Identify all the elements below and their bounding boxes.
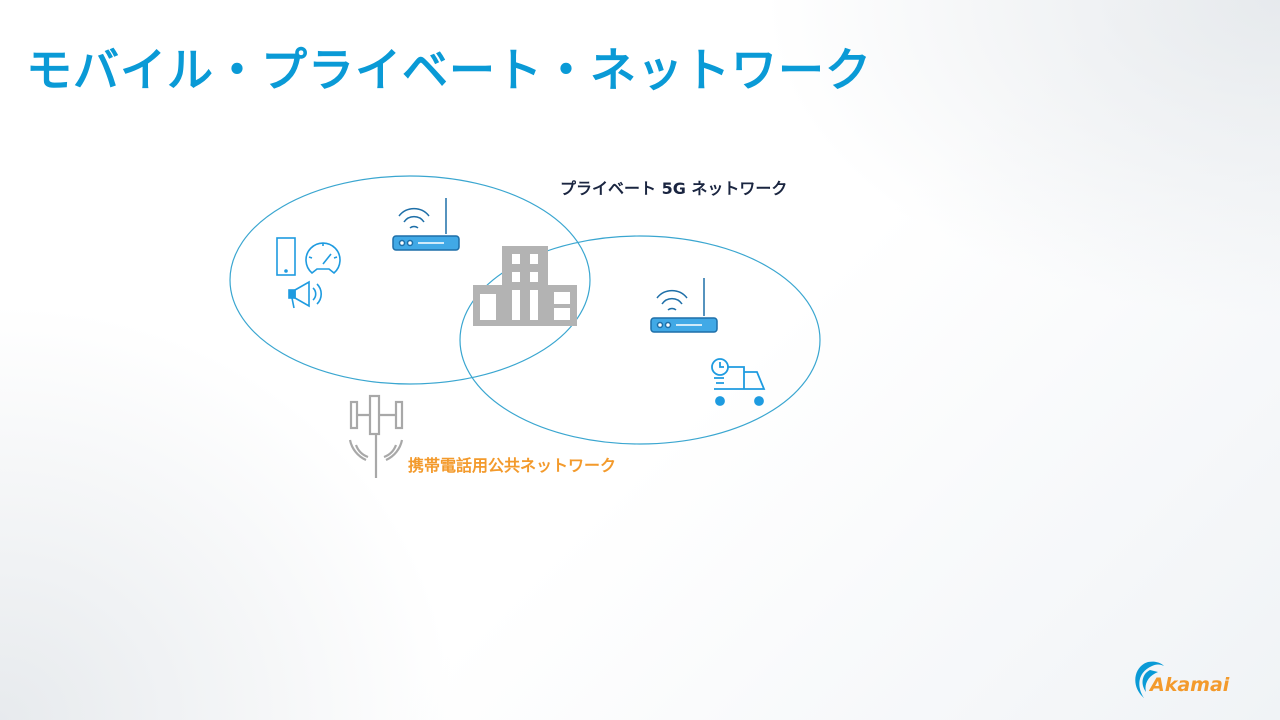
smartphone-icon xyxy=(276,237,296,276)
public-mobile-network-label: 携帯電話用公共ネットワーク xyxy=(408,456,617,475)
router-icon xyxy=(392,198,460,251)
delivery-truck-icon xyxy=(711,358,766,406)
akamai-logo: Akamai xyxy=(1128,658,1238,702)
megaphone-icon xyxy=(288,280,322,309)
cell-tower-icon xyxy=(348,394,404,478)
building-icon xyxy=(473,246,577,326)
gauge-icon xyxy=(305,242,341,275)
page-title: モバイル・プライベート・ネットワーク xyxy=(26,43,872,97)
akamai-wave-icon xyxy=(1135,661,1164,698)
background-code-texture xyxy=(760,0,1280,320)
private-network-ellipse-left xyxy=(229,175,591,385)
router-icon xyxy=(650,278,718,333)
private-network-ellipse-right xyxy=(459,235,821,445)
akamai-logo-text: Akamai xyxy=(1150,674,1230,696)
private-5g-network-label: プライベート 5G ネットワーク xyxy=(560,179,788,198)
background-code-texture xyxy=(0,300,460,720)
